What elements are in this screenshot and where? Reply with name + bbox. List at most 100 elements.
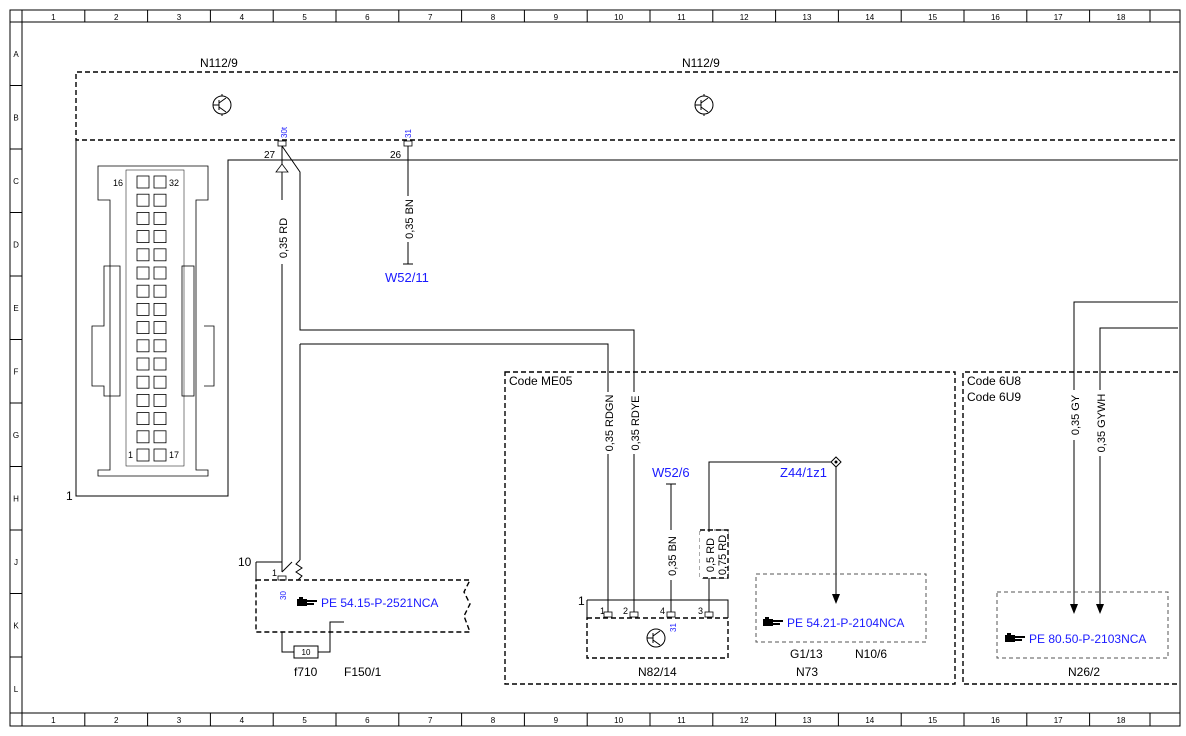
- wire-label-gy: 0,35 GY: [1070, 394, 1082, 435]
- transistor-icon: [646, 628, 666, 648]
- connector-cavity: [136, 302, 150, 316]
- connector-pin-17: 17: [169, 450, 179, 460]
- column-number-bottom: 12: [740, 716, 749, 725]
- instrument-label-left: N112/9: [200, 56, 238, 70]
- connector-cavity: [136, 248, 150, 262]
- column-number-bottom: 16: [991, 716, 1000, 725]
- row-letter: G: [13, 431, 19, 440]
- row-letter: L: [14, 685, 19, 694]
- pin-26-terminal: 31: [404, 129, 413, 138]
- connector-cavity: [153, 339, 167, 353]
- row-letter: B: [13, 113, 18, 122]
- connector-cavity: [153, 266, 167, 280]
- connector-cavity: [136, 339, 150, 353]
- column-number-top: 15: [928, 13, 937, 22]
- connector-cavity: [153, 230, 167, 244]
- wire-label-rdgn: 0,35 RDGN: [604, 395, 616, 452]
- pin-26-label: 26: [390, 150, 402, 161]
- wire-gywh: [1099, 327, 1178, 604]
- connector-housing: [91, 165, 215, 477]
- ecu-pin-4-terminal: 31: [669, 623, 678, 632]
- relay-terminal-30: 30: [279, 591, 288, 600]
- pointing-hand-icon: [763, 617, 783, 626]
- connector-cavity: [153, 284, 167, 298]
- column-number-top: 14: [865, 13, 874, 22]
- instrument-cluster-box: [75, 71, 1178, 141]
- row-letter: F: [14, 367, 19, 376]
- arrow-icon: [1096, 604, 1104, 614]
- connector-cavity: [136, 211, 150, 225]
- splice-z44-label: Z44/1z1: [780, 465, 827, 480]
- column-number-top: 9: [554, 13, 559, 22]
- column-number-bottom: 15: [928, 716, 937, 725]
- column-number-bottom: 9: [554, 716, 559, 725]
- pin-27-contact: [277, 140, 287, 147]
- instrument-label-right: N112/9: [682, 56, 720, 70]
- row-letter: K: [13, 621, 19, 630]
- connector-cavity: [153, 357, 167, 371]
- transistor-icon: [212, 94, 232, 116]
- column-number-bottom: 17: [1054, 716, 1063, 725]
- relay-contact: [281, 561, 293, 573]
- fuse-box-label: F150/1: [344, 665, 382, 679]
- column-number-bottom: 10: [614, 716, 623, 725]
- ecu-label: N82/14: [638, 665, 677, 679]
- wire-label-rdye: 0,35 RDYE: [630, 395, 642, 450]
- arrow-icon: [832, 594, 840, 604]
- connector-cavity: [153, 412, 167, 426]
- column-number-top: 1: [51, 13, 56, 22]
- column-number-top: 3: [177, 13, 182, 22]
- code-6u-box: [962, 371, 1178, 685]
- pin-27-terminal: 30t: [280, 126, 289, 138]
- relay-box-pin: 10: [238, 555, 252, 569]
- wire-gy: [1073, 301, 1178, 604]
- connector-cavity: [136, 230, 150, 244]
- sheet-frame: [9, 9, 1181, 727]
- connector-pin-16: 16: [113, 178, 123, 188]
- row-letter: C: [13, 177, 19, 186]
- column-number-top: 4: [240, 13, 245, 22]
- column-number-top: 12: [740, 13, 749, 22]
- ecu-module-box: [586, 617, 729, 659]
- row-letter: E: [13, 304, 18, 313]
- transistor-icon: [694, 94, 714, 116]
- wire-rdgn-branch: [300, 343, 609, 612]
- ref-pe-80-50[interactable]: PE 80.50-P-2103NCA: [1029, 632, 1146, 646]
- column-number-top: 16: [991, 13, 1000, 22]
- n73-label: N73: [796, 665, 818, 679]
- ref-pe-54-15[interactable]: PE 54.15-P-2521NCA: [321, 596, 438, 610]
- ref-pe-54-21[interactable]: PE 54.21-P-2104NCA: [787, 616, 904, 630]
- column-number-top: 7: [428, 13, 433, 22]
- ecu-box-pin: 1: [578, 594, 585, 608]
- g1-13-label: G1/13: [790, 647, 823, 661]
- connector-cavity: [136, 412, 150, 426]
- column-number-top: 11: [677, 13, 686, 22]
- connector-cavity: [153, 302, 167, 316]
- connector-cavity: [136, 448, 150, 462]
- connector-cavity: [153, 448, 167, 462]
- fuse-lead-right: [318, 621, 344, 653]
- column-number-top: 18: [1117, 13, 1126, 22]
- column-number-bottom: 1: [51, 716, 56, 725]
- ground-w52-11-label: W52/11: [385, 270, 429, 285]
- relay-pin-1: 1: [272, 568, 277, 578]
- wire-label-bn-upper: 0,35 BN: [404, 199, 416, 239]
- code-me05-box: [504, 371, 956, 685]
- column-number-bottom: 2: [114, 716, 119, 725]
- column-number-bottom: 18: [1117, 716, 1126, 725]
- code-6u8-label: Code 6U8: [967, 374, 1021, 388]
- n10-6-label: N10/6: [855, 647, 887, 661]
- column-number-bottom: 4: [240, 716, 245, 725]
- connector-cavity: [136, 393, 150, 407]
- connector-cavity: [136, 266, 150, 280]
- wire-label-gywh: 0,35 GYWH: [1096, 394, 1108, 453]
- connector-cavity: [153, 430, 167, 444]
- column-number-bottom: 14: [865, 716, 874, 725]
- connector-frame: [75, 140, 1178, 497]
- column-number-bottom: 11: [677, 716, 686, 725]
- wire-label-rd-075: 0,75 RD: [717, 535, 729, 575]
- ecu-pin-3: 3: [698, 606, 703, 616]
- connector-cavity: [136, 430, 150, 444]
- row-letter: A: [13, 50, 19, 59]
